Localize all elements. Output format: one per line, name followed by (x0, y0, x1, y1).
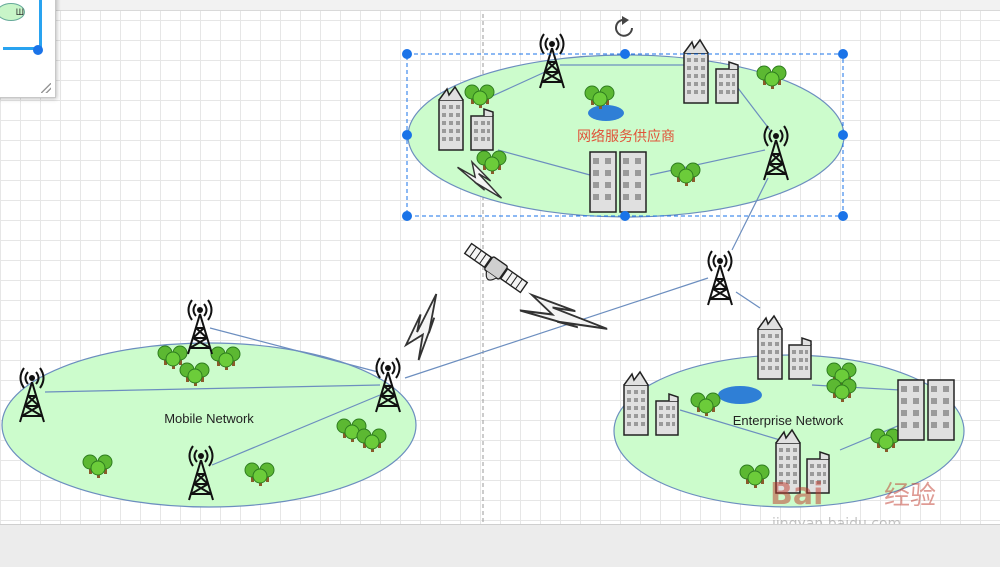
building-icon (788, 337, 812, 380)
watermark-brand: Bai (770, 477, 823, 512)
lake-icon (588, 105, 624, 121)
resize-handle[interactable] (838, 130, 848, 140)
outline-panel[interactable]: Ш (0, 0, 56, 98)
resize-handle[interactable] (838, 49, 848, 59)
isp-network[interactable]: 网络服务供应商 (407, 33, 845, 218)
resize-handle[interactable] (402, 49, 412, 59)
network-diagram[interactable]: 网络服务供应商 (0, 0, 1000, 524)
selection-box[interactable] (402, 16, 848, 221)
enterprise-network-label: Enterprise Network (733, 413, 844, 428)
building-icon (623, 371, 649, 436)
mobile-network-label: Mobile Network (164, 411, 254, 426)
rotate-icon[interactable] (615, 16, 633, 37)
outline-viewport[interactable] (3, 0, 42, 50)
lake-icon (718, 386, 762, 404)
outline-thumbnail: Ш (0, 3, 25, 21)
top-toolbar-edge (0, 0, 1000, 11)
watermark: Bai 经验 jingyan.baidu.com (770, 477, 936, 524)
building-icon (438, 86, 464, 151)
resize-handle[interactable] (620, 49, 630, 59)
mobile-links (44, 327, 381, 466)
isp-network-label: 网络服务供应商 (577, 128, 675, 145)
lightning-icon (518, 278, 609, 361)
mobile-network[interactable]: Mobile Network (1, 299, 417, 508)
building-icon (683, 39, 709, 104)
panel-resize-icon[interactable] (41, 83, 51, 93)
resize-handle[interactable] (620, 211, 630, 221)
watermark-url: jingyan.baidu.com (771, 516, 901, 524)
enterprise-network[interactable]: Enterprise Network (613, 315, 965, 508)
building-icon (757, 315, 783, 380)
bottom-status-bar (0, 524, 1000, 567)
satellite-icon[interactable] (460, 242, 529, 299)
cell-tower-icon[interactable] (707, 250, 733, 306)
resize-handle[interactable] (838, 211, 848, 221)
resize-handle[interactable] (402, 130, 412, 140)
watermark-brand-cn: 经验 (884, 481, 936, 511)
diagram-canvas[interactable]: 网络服务供应商 (0, 0, 1000, 524)
backbone-links (404, 177, 769, 379)
resize-handle[interactable] (402, 211, 412, 221)
outline-viewport-handle[interactable] (33, 45, 43, 55)
lightning-icon (392, 293, 463, 361)
